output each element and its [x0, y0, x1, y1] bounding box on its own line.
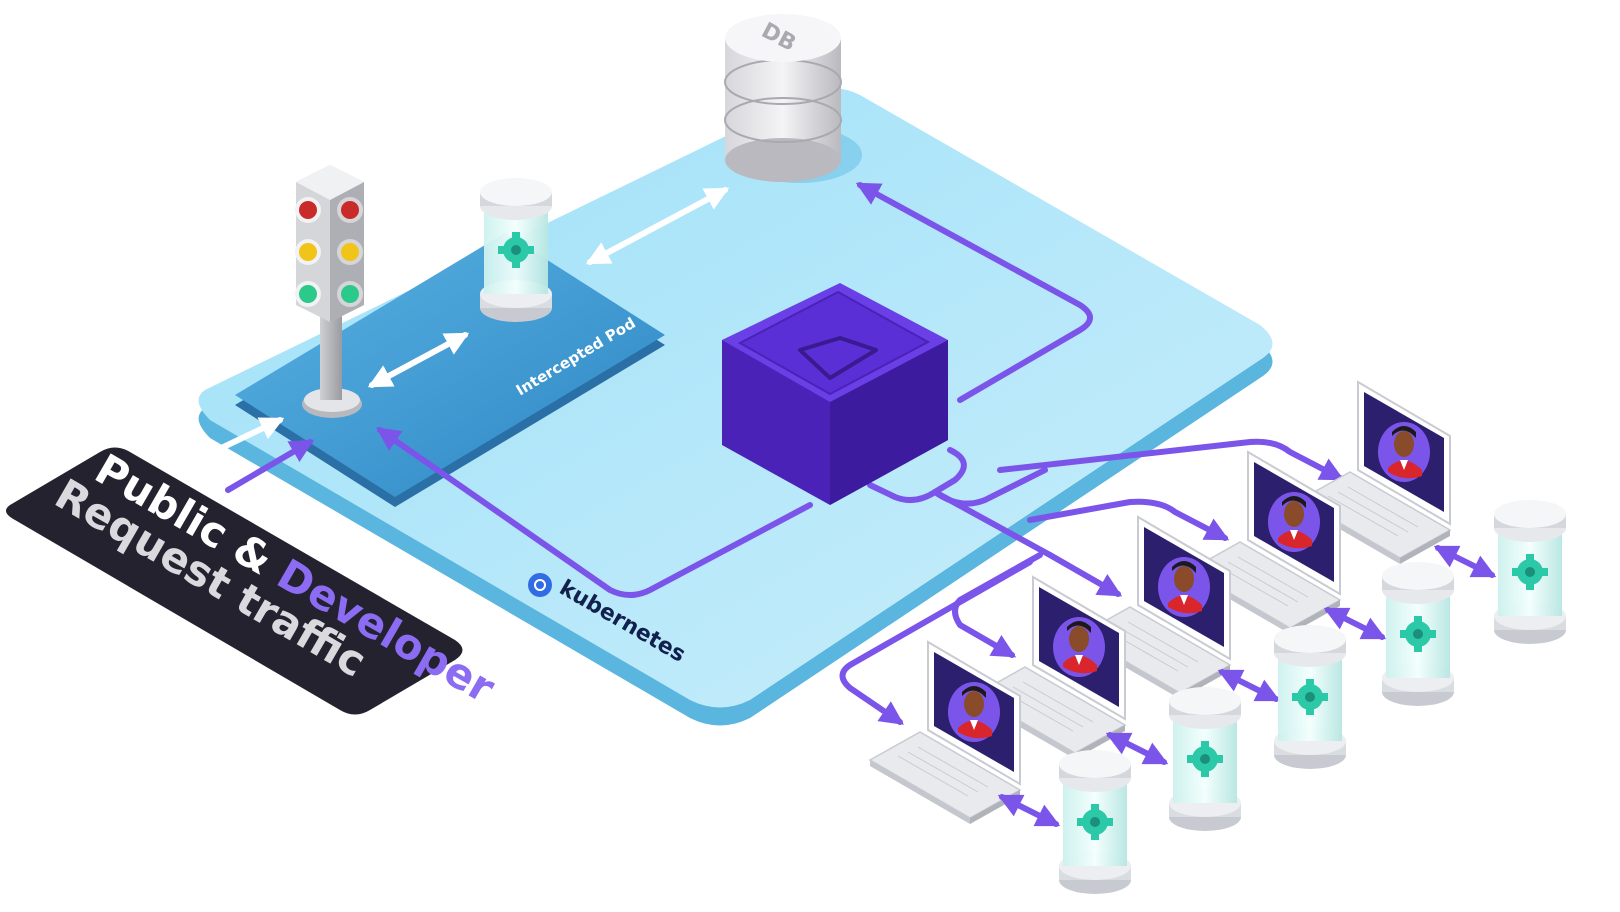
- laptop-5: [869, 641, 1021, 825]
- intercepted-pod-capsule: [480, 178, 552, 322]
- local-pod-2: [1382, 562, 1454, 706]
- local-pod-3: [1274, 625, 1346, 769]
- proxy-logo-icon: [798, 336, 878, 380]
- local-pod-1: [1494, 500, 1566, 644]
- local-pod-4: [1169, 687, 1241, 831]
- local-pod-5: [1059, 750, 1131, 894]
- traffic-flow-lines: [225, 182, 1345, 725]
- laptop-pod-links: [997, 545, 1497, 827]
- white-flow-arrows: [189, 187, 730, 465]
- traffic-light: [295, 165, 364, 418]
- proxy-box: [722, 283, 948, 505]
- kubernetes-logo-icon: [528, 573, 552, 597]
- database-cylinder: DB: [724, 14, 862, 183]
